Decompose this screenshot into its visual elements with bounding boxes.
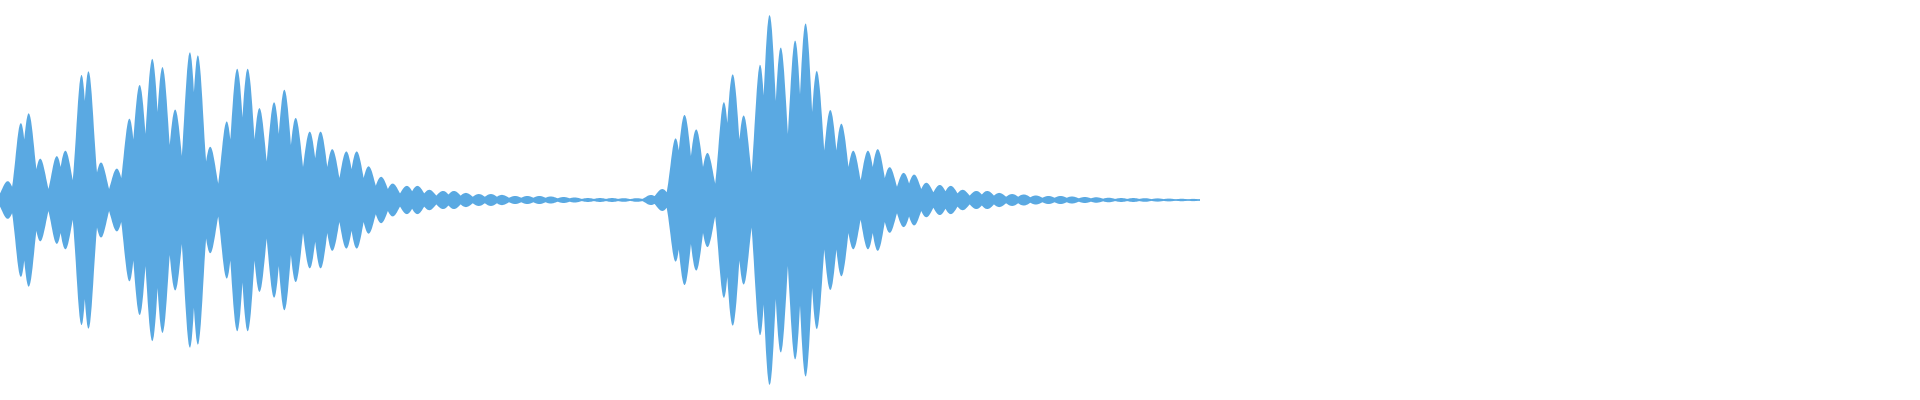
audio-waveform — [0, 15, 1200, 385]
